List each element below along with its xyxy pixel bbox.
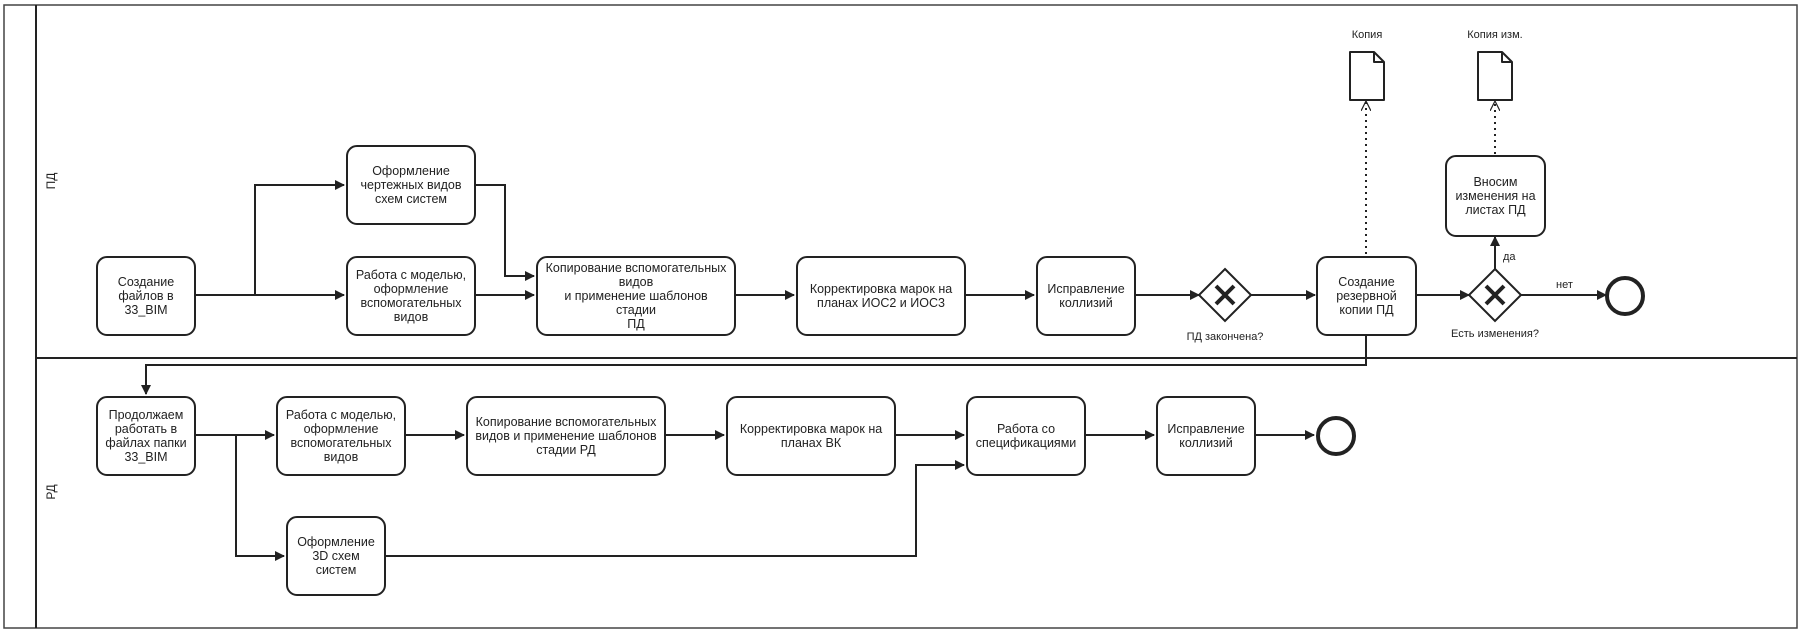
flow-3d-to-spec [386, 460, 965, 557]
flow-create-to-drawing [254, 180, 345, 295]
task-fix-collisions-rd[interactable]: Исправление коллизий [1156, 396, 1256, 476]
task-drawing-views[interactable]: Оформление чертежных видов схем систем [346, 145, 476, 225]
task-fix-collisions-pd[interactable]: Исправление коллизий [1036, 256, 1136, 336]
flow-label-yes: да [1503, 251, 1516, 263]
task-create-files[interactable]: Создание файлов в 33_BIM [96, 256, 196, 336]
flow-continue-to-3d [235, 435, 285, 561]
task-continue-rd[interactable]: Продолжаем работать в файлах папки 33_BI… [96, 396, 196, 476]
end-event-pd [1605, 276, 1645, 316]
task-copy-views-rd[interactable]: Копирование вспомогательных видов и прим… [466, 396, 666, 476]
task-copy-views-pd[interactable]: Копирование вспомогательных видов и прим… [536, 256, 736, 336]
flow-drawing-to-copy [476, 184, 535, 281]
flow-label-no: нет [1556, 279, 1573, 291]
gateway-has-changes [1467, 267, 1523, 323]
task-marks-pd[interactable]: Корректировка марок на планах ИОС2 и ИОС… [796, 256, 966, 336]
gateway-label-pd-finished: ПД закончена? [1186, 331, 1264, 343]
task-specifications[interactable]: Работа со спецификациями [966, 396, 1086, 476]
task-marks-rd[interactable]: Корректировка марок на планах ВК [726, 396, 896, 476]
end-event-rd [1316, 416, 1356, 456]
gateway-pd-finished [1197, 267, 1253, 323]
data-object-label-copy: Копия [1351, 29, 1383, 41]
gateway-label-has-changes: Есть изменения? [1451, 328, 1539, 340]
data-object-copy [1349, 51, 1385, 101]
task-backup-pd[interactable]: Создание резервной копии ПД [1316, 256, 1417, 336]
task-model-work-rd[interactable]: Работа с моделью, оформление вспомогател… [276, 396, 406, 476]
data-object-copy-changed [1477, 51, 1513, 101]
lane-title-rd: РД [44, 484, 58, 500]
data-object-label-copy-changed: Копия изм. [1467, 29, 1523, 41]
lane-title-pd: ПД [44, 172, 58, 190]
task-apply-changes[interactable]: Вносим изменения на листах ПД [1445, 155, 1546, 237]
pool-border [3, 4, 1798, 629]
task-3d-schemes[interactable]: Оформление 3D схем систем [286, 516, 386, 596]
task-model-work-pd[interactable]: Работа с моделью, оформление вспомогател… [346, 256, 476, 336]
flow-backup-to-rd [141, 336, 1367, 395]
